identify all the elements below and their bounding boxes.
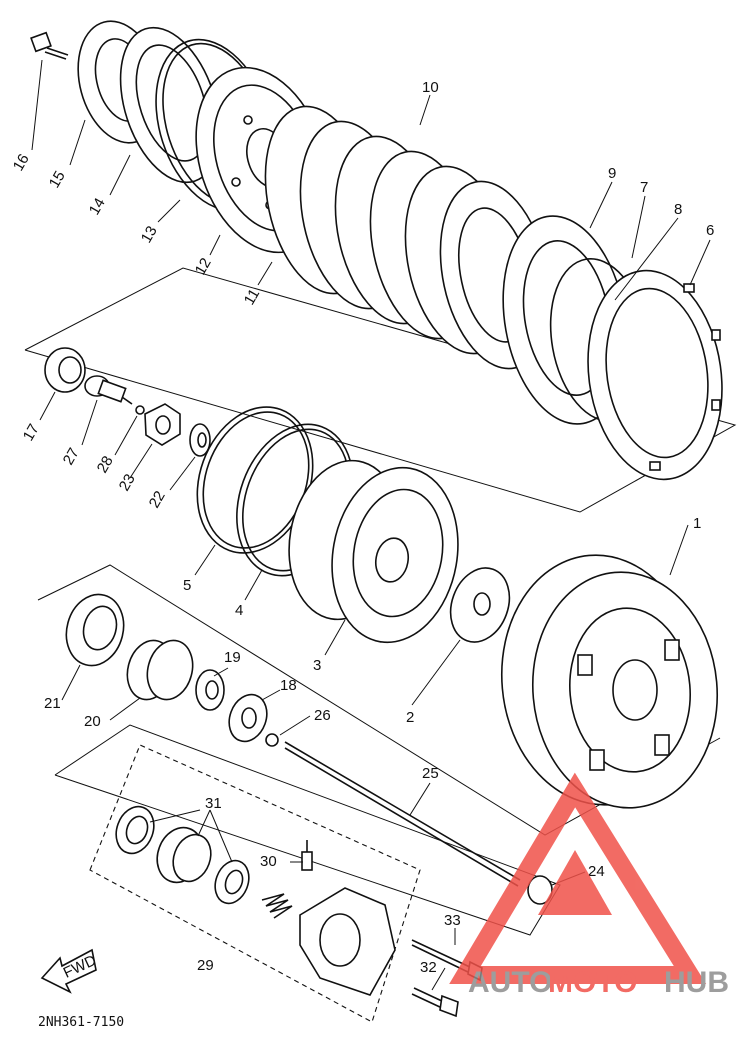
label-10: 10 xyxy=(422,79,439,96)
group-outline-upper xyxy=(24,267,737,513)
watermark-text-moto: MOTO xyxy=(548,966,637,999)
bolt-16 xyxy=(30,31,69,60)
release-cylinder-29 xyxy=(299,887,396,996)
label-11: 11 xyxy=(241,286,264,308)
fwd-arrow-icon: FWD xyxy=(40,948,99,994)
nut-23 xyxy=(144,403,181,446)
label-23: 23 xyxy=(116,471,139,494)
label-2: 2 xyxy=(406,709,414,726)
automotohub-watermark: AUTO MOTO HUB xyxy=(449,772,729,999)
label-30: 30 xyxy=(260,853,277,870)
label-20: 20 xyxy=(84,713,101,730)
label-29: 29 xyxy=(197,957,214,974)
plate-6 xyxy=(587,269,723,481)
ball-26 xyxy=(265,733,279,747)
label-15: 15 xyxy=(46,168,69,191)
label-24: 24 xyxy=(588,863,605,880)
watermark-triangle-icon xyxy=(449,772,707,984)
seal-31b xyxy=(214,859,250,905)
ball-28 xyxy=(135,405,145,415)
label-26: 26 xyxy=(314,707,331,724)
label-4: 4 xyxy=(235,602,243,619)
washer-2 xyxy=(449,567,511,643)
bearing-17 xyxy=(44,347,86,393)
bushing-19 xyxy=(195,669,225,711)
lock-washer-22 xyxy=(189,423,211,457)
label-14: 14 xyxy=(86,195,109,218)
label-21: 21 xyxy=(44,695,61,712)
label-25: 25 xyxy=(422,765,439,782)
part-labels: 1 2 3 4 5 6 7 8 9 10 11 12 13 14 15 16 1… xyxy=(10,79,715,976)
label-12: 12 xyxy=(192,255,215,278)
label-8: 8 xyxy=(674,201,682,218)
watermark-text-auto: AUTO xyxy=(468,966,552,999)
label-17: 17 xyxy=(20,421,43,444)
spacer-20 xyxy=(126,639,194,701)
label-1: 1 xyxy=(693,515,701,532)
group-outline-release xyxy=(89,744,421,1023)
seal-31a xyxy=(115,805,155,855)
clutch-housing-1 xyxy=(500,554,719,809)
oil-seal-24 xyxy=(527,875,553,905)
drawing-code: 2NH361-7150 xyxy=(38,1015,124,1030)
label-31: 31 xyxy=(205,795,222,812)
label-33: 33 xyxy=(444,912,461,929)
label-5: 5 xyxy=(183,577,191,594)
spring-boot xyxy=(261,893,293,919)
label-32: 32 xyxy=(420,959,437,976)
needle-bearing-21 xyxy=(65,593,125,667)
label-28: 28 xyxy=(94,453,117,476)
thrust-washer-18 xyxy=(228,693,268,743)
bearing-31 xyxy=(156,826,212,884)
bleeder-30 xyxy=(301,840,313,871)
label-7: 7 xyxy=(640,179,648,196)
bolt-32 xyxy=(411,987,459,1018)
clutch-boss-3 xyxy=(288,459,459,644)
label-9: 9 xyxy=(608,165,616,182)
push-piece-27 xyxy=(84,375,133,405)
label-18: 18 xyxy=(280,677,297,694)
label-6: 6 xyxy=(706,222,714,239)
push-rod-25 xyxy=(284,741,521,887)
label-19: 19 xyxy=(224,649,241,666)
label-27: 27 xyxy=(60,445,83,468)
label-22: 22 xyxy=(146,488,169,511)
label-13: 13 xyxy=(138,223,161,246)
clutch-plate-stack xyxy=(264,105,551,370)
label-16: 16 xyxy=(10,151,33,174)
label-3: 3 xyxy=(313,657,321,674)
watermark-text-hub: HUB xyxy=(664,966,729,999)
